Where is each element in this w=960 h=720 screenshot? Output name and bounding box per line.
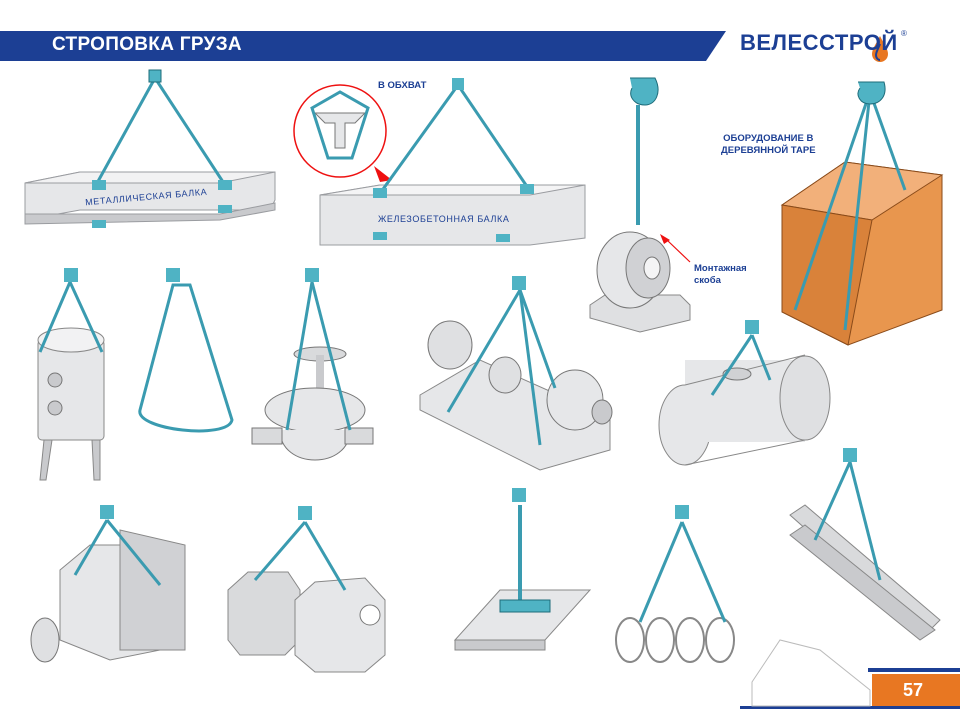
page-number-badge bbox=[872, 674, 960, 706]
loop-sling-illustration bbox=[138, 268, 234, 433]
mounting-bracket-label-line2: скоба bbox=[694, 275, 721, 286]
concrete-beam-label: ЖЕЛЕЗОБЕТОННАЯ БАЛКА bbox=[378, 214, 510, 224]
box-machine-illustration bbox=[30, 505, 186, 663]
crate-label-line1: ОБОРУДОВАНИЕ В bbox=[723, 133, 814, 144]
header-logo-area bbox=[712, 31, 960, 61]
crate-label: ОБОРУДОВАНИЕ В ДЕРЕВЯННОЙ ТАРЕ bbox=[721, 133, 816, 157]
header-bar bbox=[0, 31, 726, 61]
vertical-tank-illustration bbox=[37, 268, 105, 481]
company-logo: ВЕЛЕССТРОЙ bbox=[740, 30, 898, 55]
page-number: 57 bbox=[903, 680, 924, 700]
pump-unit-illustration bbox=[419, 276, 613, 471]
wrap-around-label: В ОБХВАТ bbox=[378, 80, 427, 91]
steel-beams-illustration bbox=[789, 448, 941, 641]
metal-beam-illustration bbox=[24, 69, 276, 228]
footer-decoration bbox=[740, 639, 960, 709]
octagonal-casting-illustration bbox=[227, 506, 386, 673]
mounting-bracket-label: Монтажная скоба bbox=[694, 263, 747, 287]
crate-label-line2: ДЕРЕВЯННОЙ ТАРЕ bbox=[721, 145, 816, 156]
horizontal-tank-illustration bbox=[658, 320, 831, 466]
wooden-crate-illustration bbox=[780, 81, 944, 346]
valve-illustration bbox=[251, 268, 374, 461]
motor-bracket-illustration bbox=[589, 77, 691, 333]
concrete-beam-illustration bbox=[293, 78, 586, 246]
logo-registered-mark: ® bbox=[901, 29, 907, 38]
plate-clamp-illustration bbox=[453, 488, 592, 651]
page-title: СТРОПОВКА ГРУЗА bbox=[52, 34, 242, 55]
logo-drop-icon bbox=[872, 36, 888, 62]
mounting-bracket-label-line1: Монтажная bbox=[694, 263, 747, 274]
wire-coils-illustration bbox=[615, 505, 735, 663]
